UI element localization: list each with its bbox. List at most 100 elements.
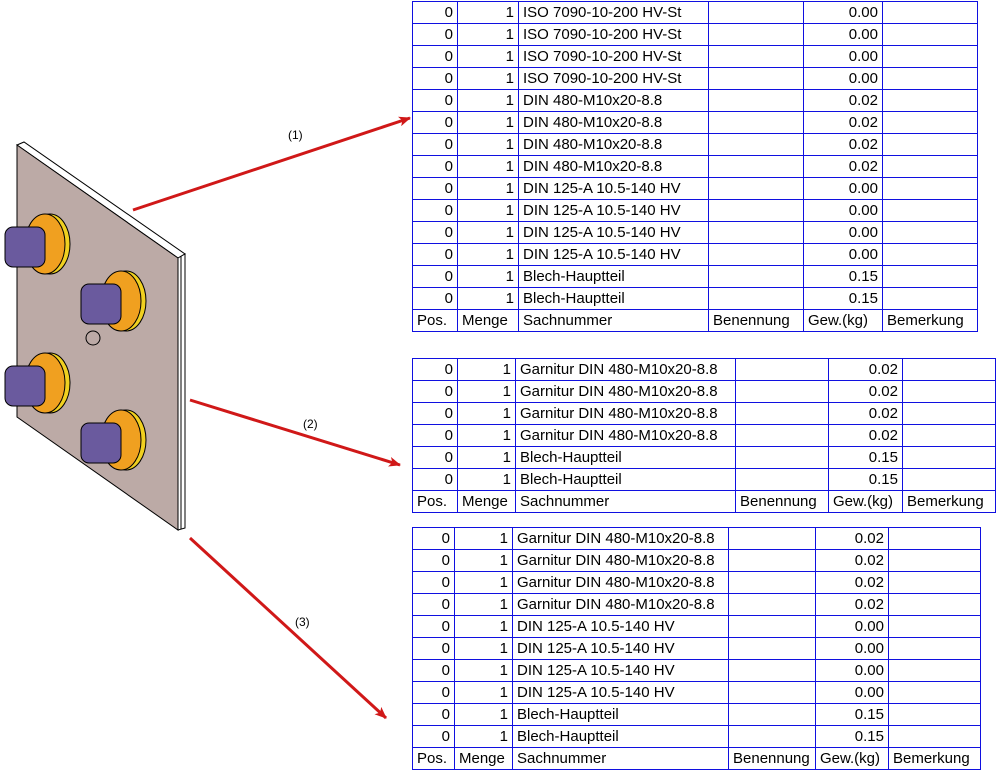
cell-gewicht: 0.15: [803, 265, 883, 288]
cell-pos: 0: [412, 424, 458, 447]
cell-menge: 1: [457, 111, 519, 134]
cell-menge: 1: [454, 571, 513, 594]
cell-pos: 0: [412, 67, 458, 90]
cell-gewicht: 0.15: [803, 287, 883, 310]
cell-menge: 1: [454, 527, 513, 550]
cell-bemerkung: [882, 265, 978, 288]
cell-sachnummer: Garnitur DIN 480-M10x20-8.8: [515, 424, 736, 447]
cell-bemerkung: [882, 243, 978, 266]
cell-menge: 1: [457, 155, 519, 178]
cell-gewicht: 0.02: [803, 111, 883, 134]
cell-benennung: [728, 703, 816, 726]
cell-sachnummer: Blech-Hauptteil: [512, 703, 729, 726]
cell-sachnummer: DIN 125-A 10.5-140 HV: [512, 615, 729, 638]
cell-gewicht: 0.02: [803, 89, 883, 112]
header-sachnummer: Sachnummer: [515, 490, 736, 513]
cell-gewicht: 0.02: [815, 527, 889, 550]
cell-sachnummer: Blech-Hauptteil: [518, 287, 709, 310]
cell-menge: 1: [457, 424, 516, 447]
cell-sachnummer: Garnitur DIN 480-M10x20-8.8: [515, 402, 736, 425]
cell-benennung: [735, 424, 829, 447]
cell-menge: 1: [457, 243, 519, 266]
cell-gewicht: 0.02: [815, 593, 889, 616]
cell-bemerkung: [882, 287, 978, 310]
cell-gewicht: 0.00: [803, 243, 883, 266]
header-gewicht: Gew.(kg): [828, 490, 903, 513]
cell-menge: 1: [457, 23, 519, 46]
cell-menge: 1: [457, 199, 519, 222]
cell-sachnummer: ISO 7090-10-200 HV-St: [518, 23, 709, 46]
cell-sachnummer: DIN 480-M10x20-8.8: [518, 155, 709, 178]
cell-bemerkung: [888, 703, 981, 726]
cell-bemerkung: [882, 23, 978, 46]
cell-bemerkung: [882, 199, 978, 222]
cell-benennung: [728, 681, 816, 704]
cell-gewicht: 0.02: [803, 155, 883, 178]
cell-sachnummer: ISO 7090-10-200 HV-St: [518, 67, 709, 90]
cell-benennung: [735, 380, 829, 403]
cell-sachnummer: DIN 125-A 10.5-140 HV: [512, 681, 729, 704]
arrow-1: [132, 116, 411, 212]
cell-menge: 1: [454, 725, 513, 748]
cell-benennung: [708, 23, 804, 46]
header-menge: Menge: [454, 747, 513, 770]
cell-bemerkung: [902, 402, 996, 425]
cell-sachnummer: ISO 7090-10-200 HV-St: [518, 1, 709, 24]
cell-menge: 1: [457, 133, 519, 156]
header-menge: Menge: [457, 490, 516, 513]
cell-pos: 0: [412, 527, 455, 550]
cell-sachnummer: DIN 125-A 10.5-140 HV: [518, 221, 709, 244]
cell-bemerkung: [882, 67, 978, 90]
header-pos: Pos.: [412, 490, 458, 513]
cell-pos: 0: [412, 593, 455, 616]
cell-sachnummer: Garnitur DIN 480-M10x20-8.8: [512, 527, 729, 550]
cell-bemerkung: [888, 681, 981, 704]
header-sachnummer: Sachnummer: [518, 309, 709, 332]
cell-bemerkung: [902, 424, 996, 447]
cell-benennung: [708, 67, 804, 90]
header-sachnummer: Sachnummer: [512, 747, 729, 770]
cell-pos: 0: [412, 402, 458, 425]
cell-gewicht: 0.02: [828, 424, 903, 447]
cell-gewicht: 0.00: [815, 615, 889, 638]
cell-gewicht: 0.00: [803, 177, 883, 200]
cell-sachnummer: Garnitur DIN 480-M10x20-8.8: [512, 593, 729, 616]
cell-benennung: [708, 155, 804, 178]
cell-sachnummer: DIN 125-A 10.5-140 HV: [518, 177, 709, 200]
cell-bemerkung: [888, 725, 981, 748]
cell-bemerkung: [902, 380, 996, 403]
cell-gewicht: 0.02: [828, 402, 903, 425]
header-bemerkung: Bemerkung: [888, 747, 981, 770]
cell-bemerkung: [882, 1, 978, 24]
cell-benennung: [708, 45, 804, 68]
cell-bemerkung: [882, 89, 978, 112]
cell-menge: 1: [454, 615, 513, 638]
cell-menge: 1: [457, 89, 519, 112]
cell-sachnummer: DIN 125-A 10.5-140 HV: [512, 659, 729, 682]
cell-benennung: [728, 725, 816, 748]
cell-bemerkung: [882, 45, 978, 68]
cell-benennung: [708, 1, 804, 24]
cell-gewicht: 0.02: [815, 571, 889, 594]
cell-gewicht: 0.00: [815, 659, 889, 682]
header-pos: Pos.: [412, 309, 458, 332]
cell-menge: 1: [457, 265, 519, 288]
